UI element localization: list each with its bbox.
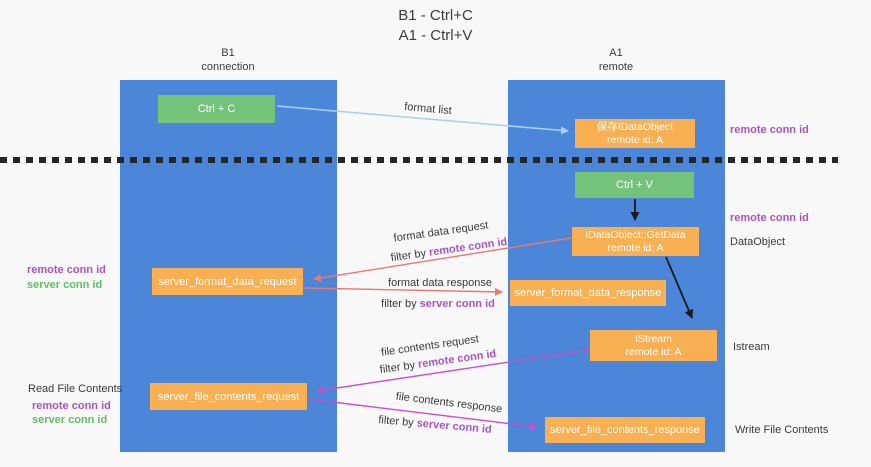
lane-a1-subtitle: remote <box>598 61 634 73</box>
anno-server-conn-id-mid-left: server conn id <box>27 279 103 291</box>
edge-label-file-contents-response: file contents response <box>395 390 503 416</box>
anno-server-conn-id-bottom-left: server conn id <box>32 414 108 426</box>
node-idataobject-getdata: IDataObject::GetData remote id: A <box>572 227 699 256</box>
node-saved-idataobject-line2: remote id: A <box>606 133 664 146</box>
node-server-format-data-request: server_format_data_request <box>152 268 303 295</box>
server-conn-id-text: server conn id <box>416 417 493 436</box>
anno-dataobject: DataObject <box>730 236 786 248</box>
diagram-title: B1 - Ctrl+C A1 - Ctrl+V <box>0 6 871 46</box>
lane-header-b1: B1 connection <box>148 46 308 74</box>
edge-label-format-list: format list <box>403 100 453 118</box>
node-getdata-line2: remote id: A <box>607 241 664 254</box>
node-istream-line1: IStream <box>635 332 672 345</box>
node-server-format-data-response: server_format_data_response <box>510 280 666 306</box>
title-line-b1: B1 - Ctrl+C <box>398 7 473 24</box>
title-line-a1: A1 - Ctrl+V <box>398 27 473 44</box>
anno-remote-conn-id-mid-left: remote conn id <box>27 264 106 276</box>
node-ctrl-v: Ctrl + V <box>575 172 694 198</box>
anno-remote-conn-id-bottom-left: remote conn id <box>32 400 111 412</box>
anno-istream: Istream <box>733 341 770 353</box>
node-getdata-line1: IDataObject::GetData <box>585 228 686 241</box>
filter-by-text: filter by <box>377 414 418 430</box>
remote-conn-id-text: remote conn id <box>428 235 508 259</box>
server-conn-id-text: server conn id <box>419 298 495 310</box>
node-server-file-contents-response: server_file_contents_response <box>545 417 705 443</box>
anno-remote-conn-id-top-right: remote conn id <box>730 124 809 136</box>
edge-label-filter-server-1: filter by server conn id <box>381 298 495 310</box>
node-server-file-contents-request: server_file_contents_request <box>150 383 307 410</box>
edge-label-format-data-response: format data response <box>388 277 492 289</box>
node-saved-idataobject: 保存IDataObject remote id: A <box>575 119 695 148</box>
node-istream-line2: remote id: A <box>625 345 682 358</box>
anno-read-file-contents: Read File Contents <box>28 383 123 395</box>
phase-divider-dashed-line <box>0 157 838 163</box>
lane-b1-title: B1 <box>221 47 235 59</box>
filter-by-text: filter by <box>381 298 420 310</box>
node-ctrl-c: Ctrl + C <box>158 95 275 123</box>
lane-a1-title: A1 <box>609 47 623 59</box>
lane-header-a1: A1 remote <box>536 46 696 74</box>
anno-write-file-contents: Write File Contents <box>735 424 829 436</box>
anno-remote-conn-id-mid-right: remote conn id <box>730 212 809 224</box>
node-saved-idataobject-line1: 保存IDataObject <box>596 120 674 133</box>
node-istream: IStream remote id: A <box>590 330 717 361</box>
filter-by-text: filter by <box>390 246 430 265</box>
lane-b1-subtitle: connection <box>201 61 255 73</box>
filter-by-text: filter by <box>379 358 419 377</box>
edge-label-filter-server-2: filter by server conn id <box>378 414 492 436</box>
